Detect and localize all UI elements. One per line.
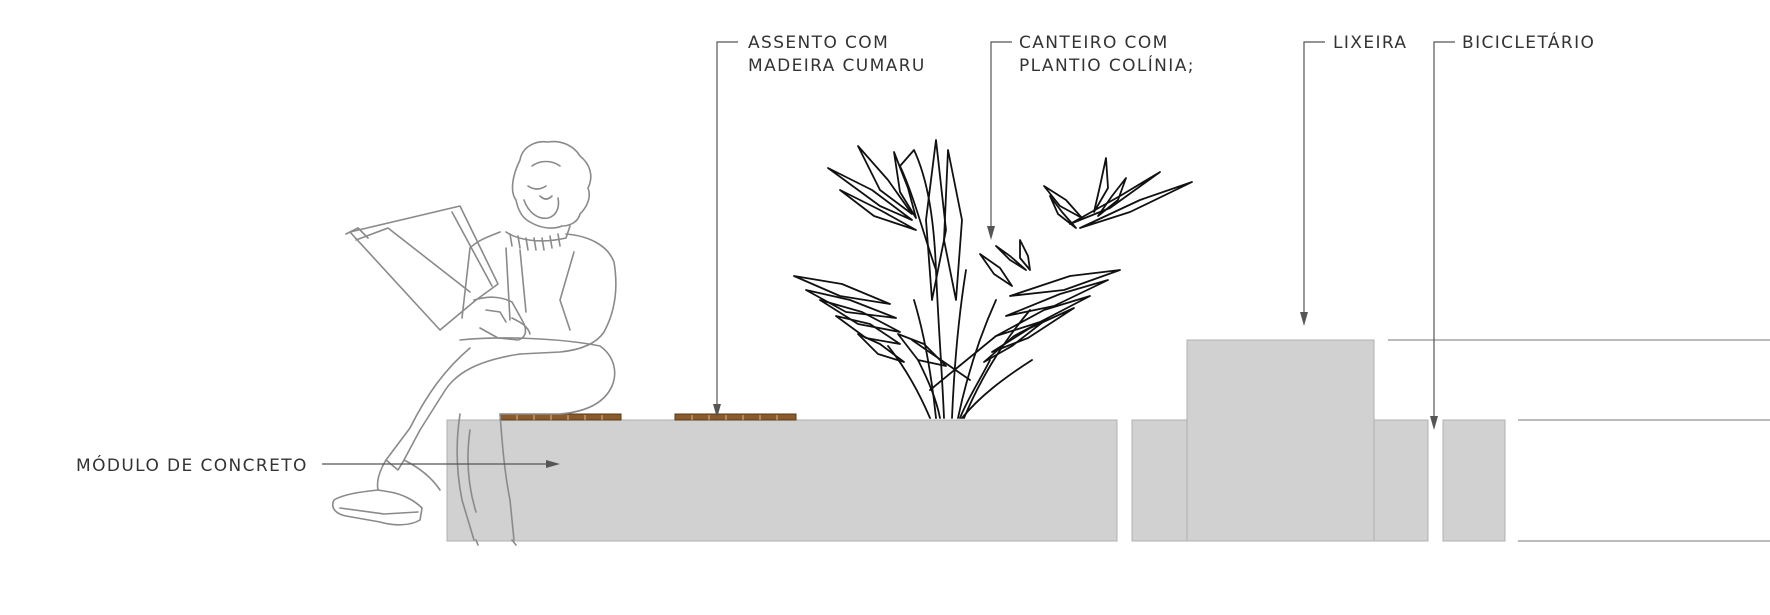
planter-label-line2: PLANTIO COLÍNIA; — [1019, 54, 1195, 76]
seat-label-line2: MADEIRA CUMARU — [748, 56, 926, 76]
wood-seat-slats — [516, 415, 778, 420]
bike-rack-label: BICICLETÁRIO — [1462, 31, 1595, 53]
concrete-bench-module — [446, 419, 1118, 542]
reference-lines — [1388, 339, 1770, 542]
concrete-modules — [446, 339, 1506, 542]
planter-arrowhead — [987, 226, 995, 240]
palm-plant — [793, 139, 1193, 419]
callout-leaders — [322, 41, 1455, 465]
wood-seat-left — [499, 413, 622, 421]
concrete-end-module — [1442, 419, 1506, 542]
callout-arrowheads — [546, 226, 1438, 468]
bike-rack-arrowhead — [1430, 416, 1438, 430]
trash-bin — [1186, 339, 1375, 542]
module-label: MÓDULO DE CONCRETO — [76, 454, 308, 476]
seat-arrowhead — [713, 404, 721, 418]
concrete-bin-module-left — [1131, 419, 1189, 542]
bin-arrowhead — [1300, 312, 1308, 326]
concrete-bin-module-right — [1373, 419, 1429, 542]
bike-rack-leader — [1433, 41, 1455, 420]
bin-label: LIXEIRA — [1333, 33, 1407, 53]
callout-labels: ASSENTO COM MADEIRA CUMARU CANTEIRO COM … — [76, 31, 1595, 476]
seat-leader — [716, 41, 738, 406]
bin-leader — [1303, 41, 1325, 316]
seated-person-figure — [331, 140, 617, 546]
wood-seat-right — [674, 413, 797, 421]
module-arrowhead — [546, 460, 560, 468]
planter-leader — [990, 41, 1012, 228]
planter-label-line1: CANTEIRO COM — [1019, 33, 1169, 53]
seat-label-line1: ASSENTO COM — [748, 33, 889, 53]
wood-seats — [499, 413, 797, 421]
